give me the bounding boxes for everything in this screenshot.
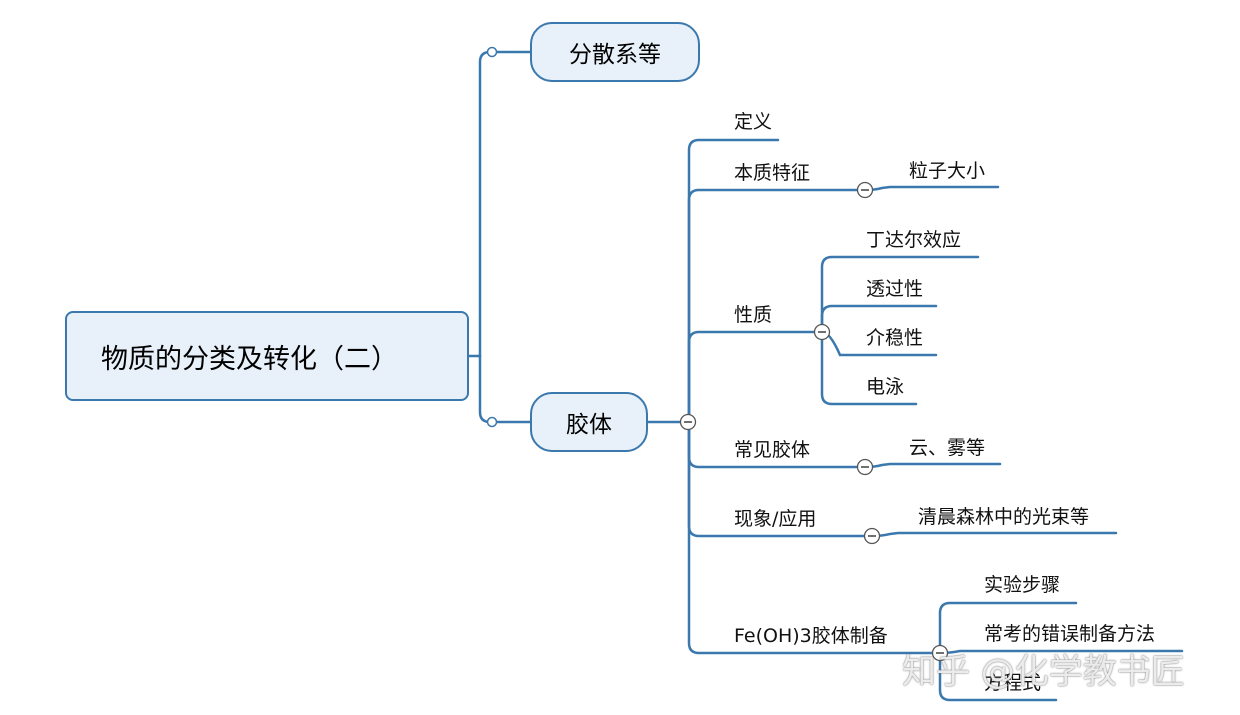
branch-label: 胶体 (566, 412, 612, 438)
subtopic-permeability[interactable]: 透过性 (866, 278, 924, 300)
subtopic-particle-size[interactable]: 粒子大小 (909, 160, 986, 182)
subtopic-forest-light-beam[interactable]: 清晨森林中的光束等 (918, 506, 1090, 528)
subtopic-tyndall-effect[interactable]: 丁达尔效应 (866, 229, 962, 251)
circle-icon[interactable] (486, 416, 498, 428)
minus-circle-icon[interactable] (679, 413, 697, 431)
root-topic-label: 物质的分类及转化（二） (101, 343, 398, 375)
root-topic[interactable]: 物质的分类及转化（二） (65, 311, 469, 401)
subtopic-metastability[interactable]: 介稳性 (866, 327, 924, 349)
topic-properties[interactable]: 性质 (734, 304, 773, 326)
branch-colloid[interactable]: 胶体 (530, 392, 648, 452)
subtopic-equation[interactable]: 方程式 (984, 672, 1042, 694)
branch-label: 分散系等 (569, 42, 661, 68)
branch-dispersion-system[interactable]: 分散系等 (530, 22, 700, 82)
topic-common-colloids[interactable]: 常见胶体 (734, 439, 811, 461)
subtopic-experiment-steps[interactable]: 实验步骤 (984, 574, 1061, 596)
topic-definition[interactable]: 定义 (734, 111, 773, 133)
subtopic-electrophoresis[interactable]: 电泳 (866, 376, 905, 398)
minus-circle-icon[interactable] (813, 323, 831, 341)
minus-circle-icon[interactable] (856, 181, 874, 199)
minus-circle-icon[interactable] (856, 458, 874, 476)
circle-icon[interactable] (486, 46, 498, 58)
topic-feoh3-preparation[interactable]: Fe(OH)3胶体制备 (734, 625, 888, 647)
minus-circle-icon[interactable] (863, 527, 881, 545)
subtopic-common-wrong-methods[interactable]: 常考的错误制备方法 (984, 623, 1156, 645)
subtopic-clouds-fog[interactable]: 云、雾等 (909, 437, 986, 459)
topic-essential-feature[interactable]: 本质特征 (734, 162, 811, 184)
topic-phenomena-applications[interactable]: 现象/应用 (734, 508, 817, 530)
watermark: 知乎 @化学教书匠 (902, 652, 1185, 692)
minus-circle-icon[interactable] (931, 644, 949, 662)
